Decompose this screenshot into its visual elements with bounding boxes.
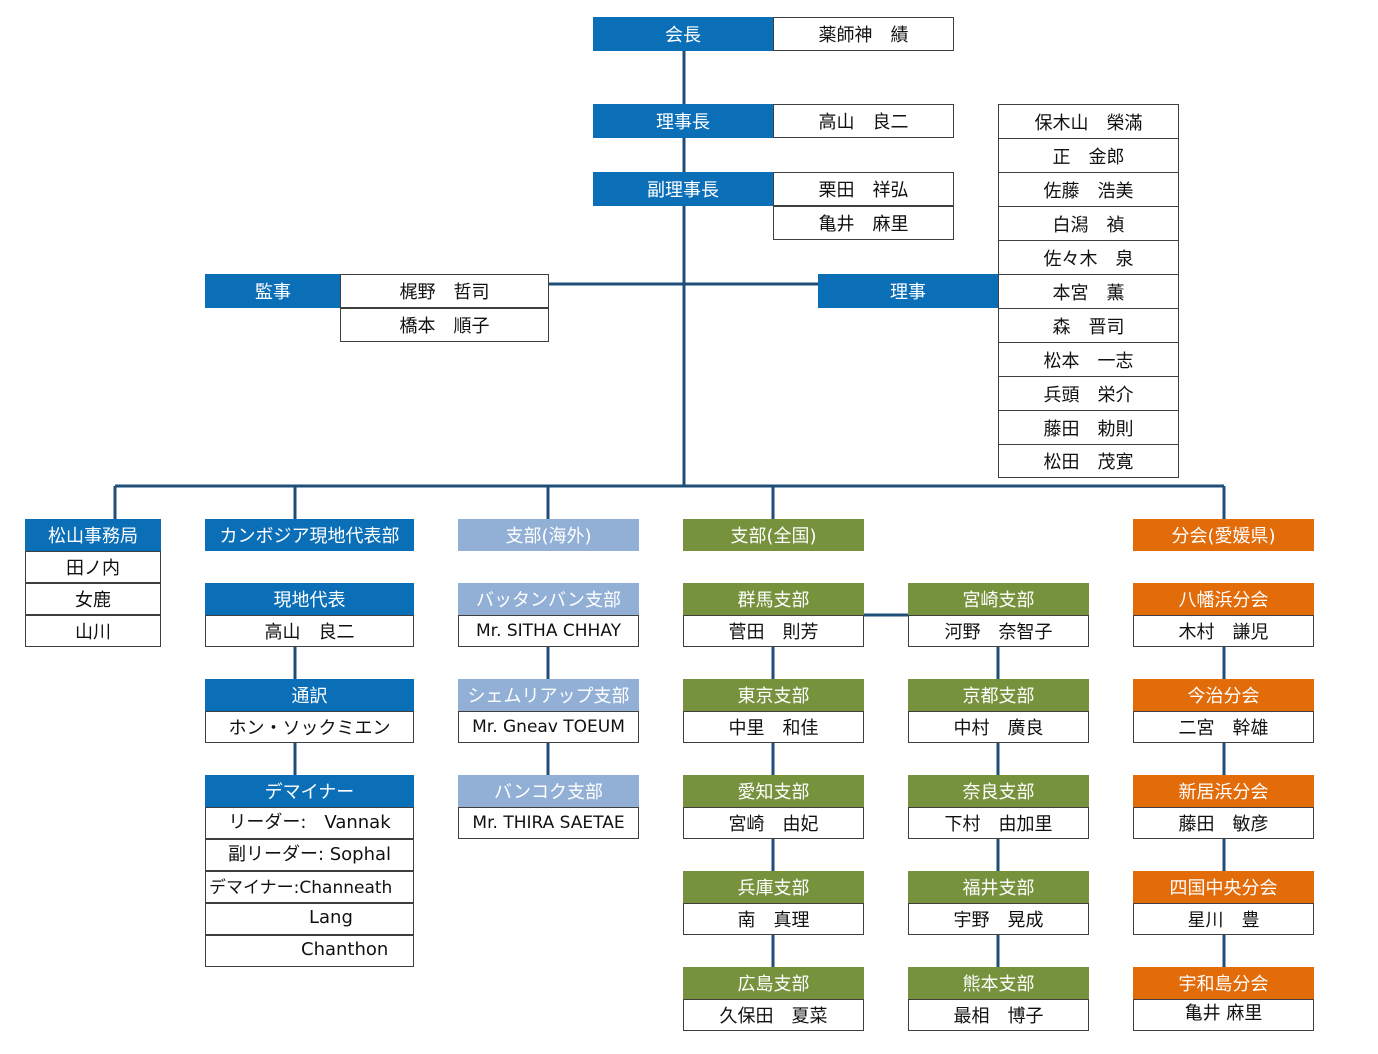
overseas-branches-title: 支部(海外) [458,519,639,551]
auditor-name: 橋本 順子 [340,308,549,342]
representative-title: 現地代表 [205,583,414,615]
overseas-branch-title: シェムリアップ支部 [458,679,639,711]
office-member: 田ノ内 [25,551,161,583]
chairman-name: 薬師神 績 [773,17,954,51]
deminer-title: デマイナー [205,775,414,807]
national-branch-name: 中里 和佳 [683,711,864,743]
office-member: 山川 [25,615,161,647]
deminer-member: デマイナー:Channeath [205,871,414,903]
national-branch-name: 最相 博子 [908,999,1089,1031]
director-name: 佐々木 泉 [998,240,1179,275]
director-name: 松田 茂寛 [998,444,1179,478]
director-name: 本宮 薫 [998,274,1179,309]
director-name: 森 晋司 [998,308,1179,343]
ehime-branches-title: 分会(愛媛県) [1133,519,1314,551]
director-title: 理事 [818,274,998,308]
director-name: 兵頭 栄介 [998,376,1179,411]
chairman-title: 会長 [593,17,773,51]
ehime-branch-name: 亀井 麻里 [1133,999,1314,1031]
overseas-branch-name: Mr. SITHA CHHAY [458,615,639,647]
national-branch-name: 下村 由加里 [908,807,1089,839]
president-name: 高山 良二 [773,104,954,138]
deminer-member: リーダー: Vannak [205,807,414,839]
national-branch-title: 奈良支部 [908,775,1089,807]
ehime-branch-title: 宇和島分会 [1133,967,1314,999]
ehime-branch-name: 二宮 幹雄 [1133,711,1314,743]
national-branch-title: 愛知支部 [683,775,864,807]
director-name: 正 金郎 [998,138,1179,173]
vice-president-title: 副理事長 [593,172,773,206]
ehime-branch-name: 木村 謙児 [1133,615,1314,647]
director-name: 白潟 禎 [998,206,1179,241]
overseas-branch-title: バンコク支部 [458,775,639,807]
national-branch-name: 南 真理 [683,903,864,935]
overseas-branch-title: バッタンバン支部 [458,583,639,615]
national-branch-title: 福井支部 [908,871,1089,903]
interpreter-name: ホン・ソックミエン [205,711,414,743]
director-name: 藤田 勅則 [998,410,1179,445]
ehime-branch-title: 四国中央分会 [1133,871,1314,903]
ehime-branch-title: 八幡浜分会 [1133,583,1314,615]
deminer-member: 副リーダー: Sophal [205,839,414,871]
ehime-branch-name: 星川 豊 [1133,903,1314,935]
national-branches-title: 支部(全国) [683,519,864,551]
national-branch-title: 群馬支部 [683,583,864,615]
national-branch-name: 河野 奈智子 [908,615,1089,647]
overseas-branch-name: Mr. Gneav TOEUM [458,711,639,743]
vice-president-name: 亀井 麻里 [773,206,954,240]
vice-president-name: 栗田 祥弘 [773,172,954,206]
national-branch-title: 宮崎支部 [908,583,1089,615]
national-branch-name: 宮崎 由妃 [683,807,864,839]
deminer-member: Lang [205,903,414,935]
president-title: 理事長 [593,104,773,138]
director-name: 佐藤 浩美 [998,172,1179,207]
interpreter-title: 通訳 [205,679,414,711]
national-branch-title: 兵庫支部 [683,871,864,903]
auditor-title: 監事 [205,274,341,308]
national-branch-name: 宇野 晃成 [908,903,1089,935]
deminer-member: Chanthon [205,935,414,967]
national-branch-title: 熊本支部 [908,967,1089,999]
ehime-branch-name: 藤田 敏彦 [1133,807,1314,839]
national-branch-name: 菅田 則芳 [683,615,864,647]
overseas-branch-name: Mr. THIRA SAETAE [458,807,639,839]
ehime-branch-title: 今治分会 [1133,679,1314,711]
national-branch-title: 東京支部 [683,679,864,711]
office-member: 女鹿 [25,583,161,615]
director-name: 保木山 榮滿 [998,104,1179,139]
auditor-name: 梶野 哲司 [340,274,549,308]
director-name: 松本 一志 [998,342,1179,377]
national-branch-name: 久保田 夏菜 [683,999,864,1031]
national-branch-title: 広島支部 [683,967,864,999]
representative-name: 高山 良二 [205,615,414,647]
matsuyama-office-title: 松山事務局 [25,519,161,551]
cambodia-office-title: カンボジア現地代表部 [205,519,414,551]
national-branch-title: 京都支部 [908,679,1089,711]
ehime-branch-title: 新居浜分会 [1133,775,1314,807]
national-branch-name: 中村 廣良 [908,711,1089,743]
